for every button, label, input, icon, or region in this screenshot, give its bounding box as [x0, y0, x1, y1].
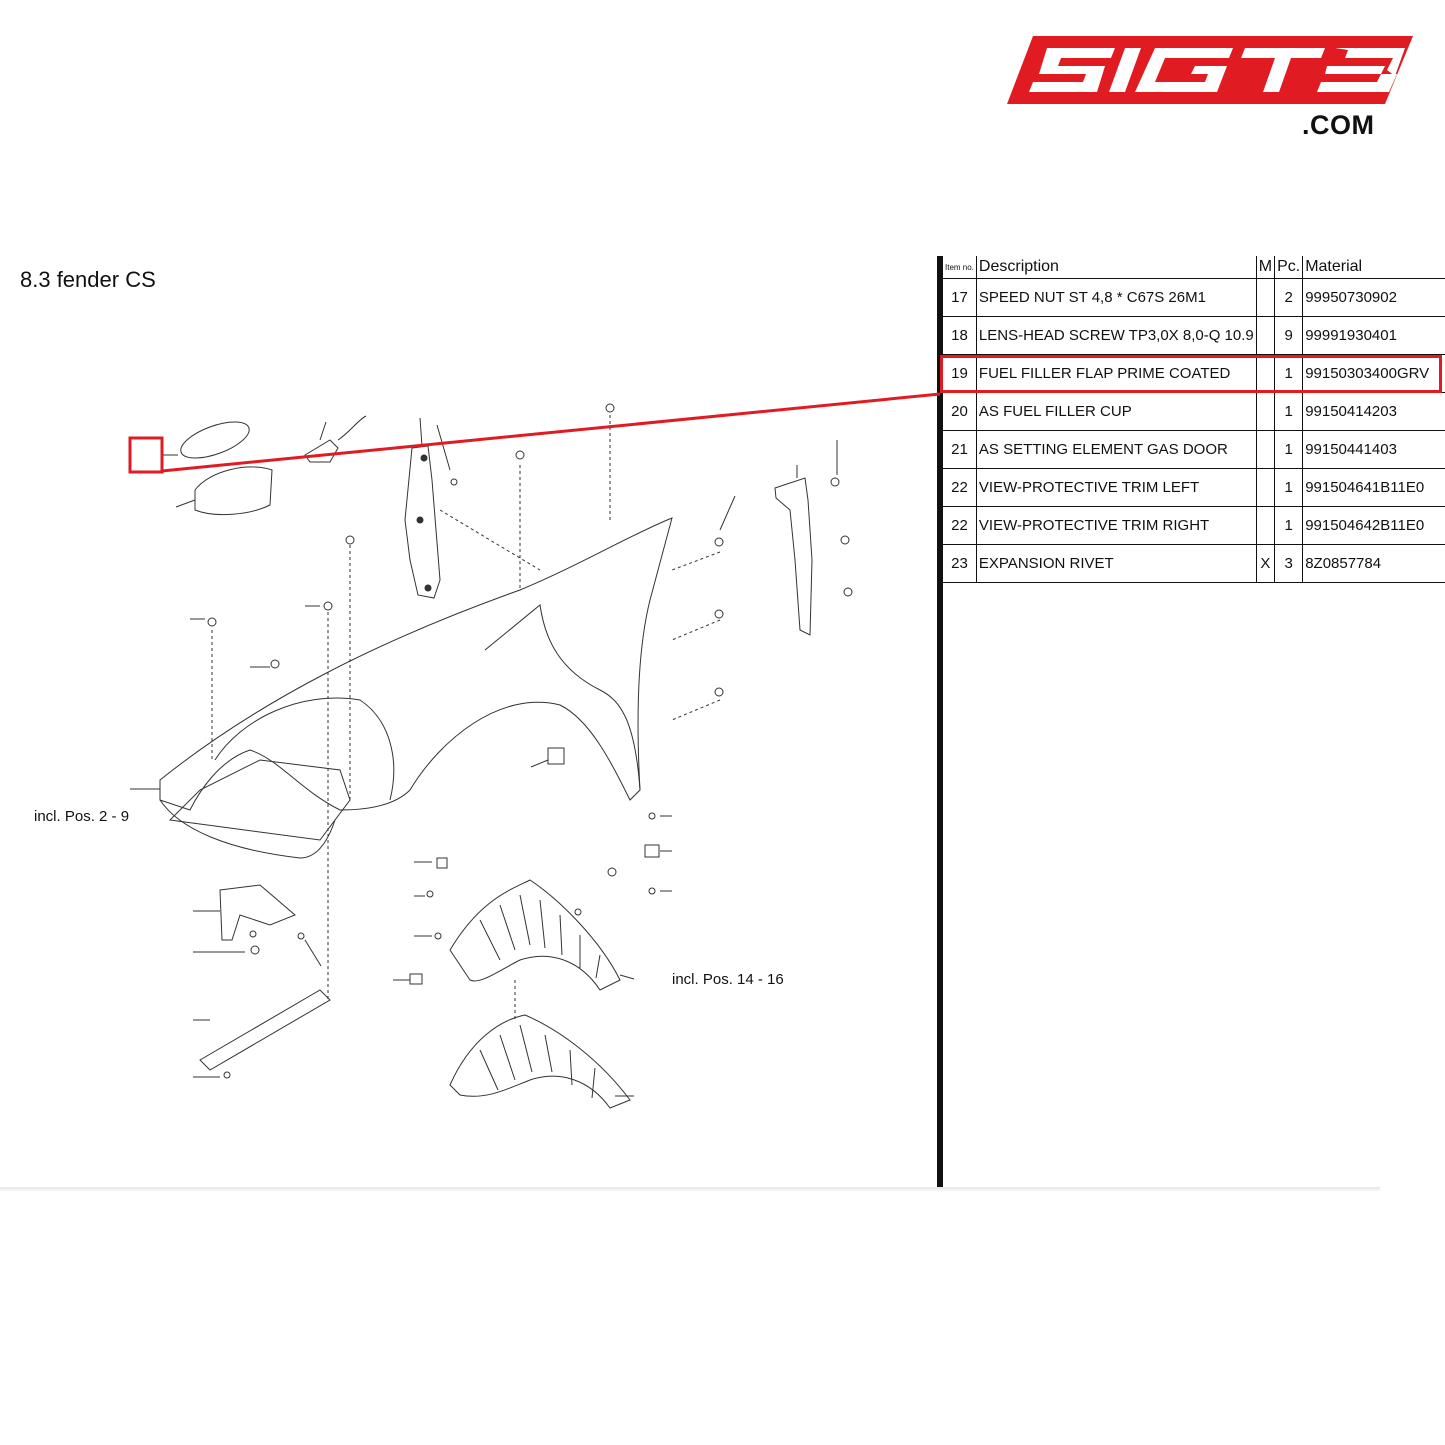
table-divider	[937, 256, 943, 1190]
cell-description: VIEW-PROTECTIVE TRIM LEFT	[975, 468, 1257, 507]
cell-item: 18	[943, 316, 977, 355]
cell-material: 8Z0857784	[1302, 544, 1445, 583]
cell-material: 991504642B11E0	[1302, 506, 1445, 545]
cell-description: FUEL FILLER FLAP PRIME COATED	[975, 354, 1257, 393]
cell-item: 23	[943, 544, 977, 583]
cell-item: 21	[943, 430, 977, 469]
cell-pc: 1	[1274, 468, 1304, 507]
table-row[interactable]: 22 VIEW-PROTECTIVE TRIM LEFT 1 991504641…	[943, 468, 1445, 507]
table-row[interactable]: 22 VIEW-PROTECTIVE TRIM RIGHT 1 99150464…	[943, 506, 1445, 545]
cell-m	[1255, 278, 1276, 317]
cell-m	[1255, 392, 1276, 431]
cell-material: 99150414203	[1302, 392, 1445, 431]
parts-table: Item no. Description M Pc. Material 17 S…	[943, 256, 1445, 583]
table-row[interactable]: 20 AS FUEL FILLER CUP 1 99150414203	[943, 392, 1445, 431]
header-description: Description	[975, 256, 1257, 279]
cell-item: 22	[943, 506, 977, 545]
header-material: Material	[1302, 256, 1445, 279]
brand-logo[interactable]	[1005, 30, 1415, 145]
cell-item: 19	[943, 354, 977, 393]
cell-description: VIEW-PROTECTIVE TRIM RIGHT	[975, 506, 1257, 545]
brand-domain: .COM	[1302, 110, 1375, 140]
cell-m	[1255, 506, 1276, 545]
fender-panel	[159, 517, 673, 811]
table-row[interactable]: 23 EXPANSION RIVET X 3 8Z0857784	[943, 544, 1445, 583]
cell-pc: 2	[1274, 278, 1304, 317]
cell-item: 20	[943, 392, 977, 431]
parts-diagram: 19 21 6 11 23 20 22 7 10 11 9 1 2 5 10 3…	[34, 403, 853, 1109]
cell-item: 22	[943, 468, 977, 507]
cell-m	[1255, 354, 1276, 393]
cell-material: 99150441403	[1302, 430, 1445, 469]
cell-m	[1255, 316, 1276, 355]
sigt3-logo-mark	[1007, 36, 1413, 104]
cell-m: X	[1255, 544, 1276, 583]
cell-m	[1255, 430, 1276, 469]
cell-description: EXPANSION RIVET	[975, 544, 1257, 583]
header-m: M	[1255, 256, 1276, 279]
table-header-row: Item no. Description M Pc. Material	[943, 256, 1445, 279]
cell-description: SPEED NUT ST 4,8 * C67S 26M1	[975, 278, 1257, 317]
cell-pc: 1	[1274, 430, 1304, 469]
cell-pc: 1	[1274, 354, 1304, 393]
cell-pc: 1	[1274, 506, 1304, 545]
table-row-highlighted[interactable]: 19 FUEL FILLER FLAP PRIME COATED 1 99150…	[943, 354, 1445, 393]
incl-note-13: incl. Pos. 14 - 16	[672, 971, 784, 988]
cell-material: 99991930401	[1302, 316, 1445, 355]
cell-pc: 9	[1274, 316, 1304, 355]
cell-material: 99950730902	[1302, 278, 1445, 317]
cell-m	[1255, 468, 1276, 507]
cell-material: 991504641B11E0	[1302, 468, 1445, 507]
cell-description: AS FUEL FILLER CUP	[975, 392, 1257, 431]
cell-pc: 3	[1274, 544, 1304, 583]
header-pc: Pc.	[1274, 256, 1304, 279]
header-item-no: Item no.	[943, 256, 977, 279]
table-row[interactable]: 18 LENS-HEAD SCREW TP3,0X 8,0-Q 10.9 9 9…	[943, 316, 1445, 355]
table-row[interactable]: 21 AS SETTING ELEMENT GAS DOOR 1 9915044…	[943, 430, 1445, 469]
page-title: 8.3 fender CS	[20, 267, 156, 292]
cell-item: 17	[943, 278, 977, 317]
table-row[interactable]: 17 SPEED NUT ST 4,8 * C67S 26M1 2 999507…	[943, 278, 1445, 317]
cell-description: LENS-HEAD SCREW TP3,0X 8,0-Q 10.9	[975, 316, 1257, 355]
page-bottom-divider	[0, 1187, 1380, 1191]
cell-pc: 1	[1274, 392, 1304, 431]
incl-note-1: incl. Pos. 2 - 9	[34, 808, 129, 825]
cell-description: AS SETTING ELEMENT GAS DOOR	[975, 430, 1257, 469]
cell-material: 99150303400GRV	[1302, 354, 1445, 393]
